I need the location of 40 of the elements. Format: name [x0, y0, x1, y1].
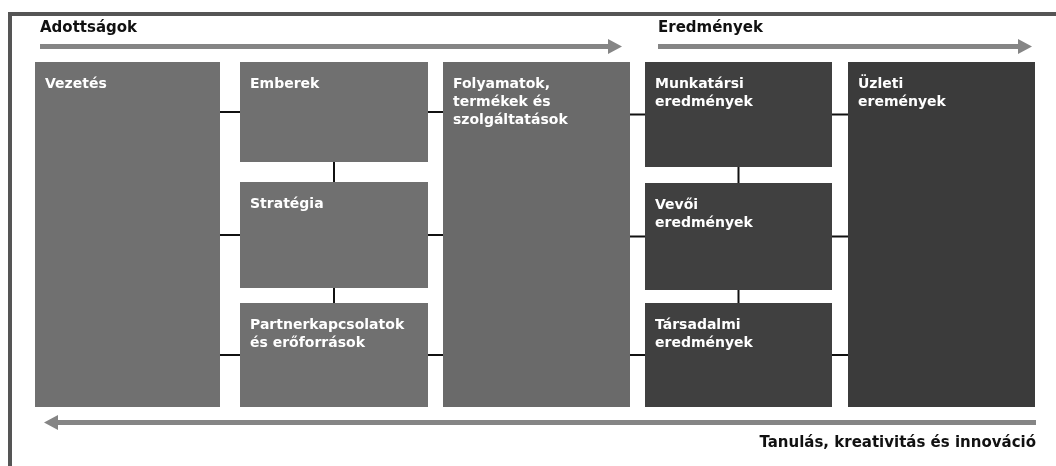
box-title: Munkatársi eredmények: [655, 74, 754, 110]
band-heading: Eredmények: [658, 17, 764, 37]
criterion-box: [443, 62, 630, 407]
criterion-box: [35, 62, 220, 407]
arrow-band: [658, 39, 1032, 54]
connector-line: [737, 166, 740, 184]
connector-line: [629, 113, 646, 116]
connector-line: [831, 235, 849, 238]
connector-line: [831, 113, 849, 116]
connector-line: [427, 354, 444, 356]
box-title: Üzleti eremények: [858, 74, 947, 110]
criterion-box: [645, 62, 832, 167]
criterion-box: [645, 183, 832, 290]
connector-line: [629, 354, 646, 356]
arrow-band: [40, 39, 622, 54]
criterion-box: [848, 62, 1035, 407]
connector-line: [427, 234, 444, 236]
criterion-box: [240, 62, 428, 162]
box-title: Emberek: [250, 74, 321, 92]
box-title: Vevői eredmények: [655, 195, 754, 231]
box-title: Partnerkapcsolatok és erőforrások: [250, 315, 406, 351]
connector-line: [427, 111, 444, 113]
band-heading: Tanulás, kreativitás és innováció: [759, 432, 1036, 452]
connector-line: [333, 161, 335, 183]
criterion-box: [645, 303, 832, 407]
connector-line: [219, 234, 241, 236]
box-title: Stratégia: [250, 194, 325, 212]
box-title: Vezetés: [45, 74, 108, 92]
connector-line: [831, 354, 849, 356]
connector-line: [333, 287, 335, 304]
connector-line: [219, 111, 241, 113]
box-title: Társadalmi eredmények: [655, 315, 754, 351]
band-heading: Adottságok: [40, 17, 139, 37]
criterion-box: [240, 303, 428, 407]
connector-line: [737, 289, 740, 304]
box-title: Folyamatok, termékek és szolgáltatások: [453, 74, 569, 128]
connector-line: [629, 235, 646, 238]
arrow-band: [44, 415, 1036, 430]
criterion-box: [240, 182, 428, 288]
connector-line: [219, 354, 241, 356]
